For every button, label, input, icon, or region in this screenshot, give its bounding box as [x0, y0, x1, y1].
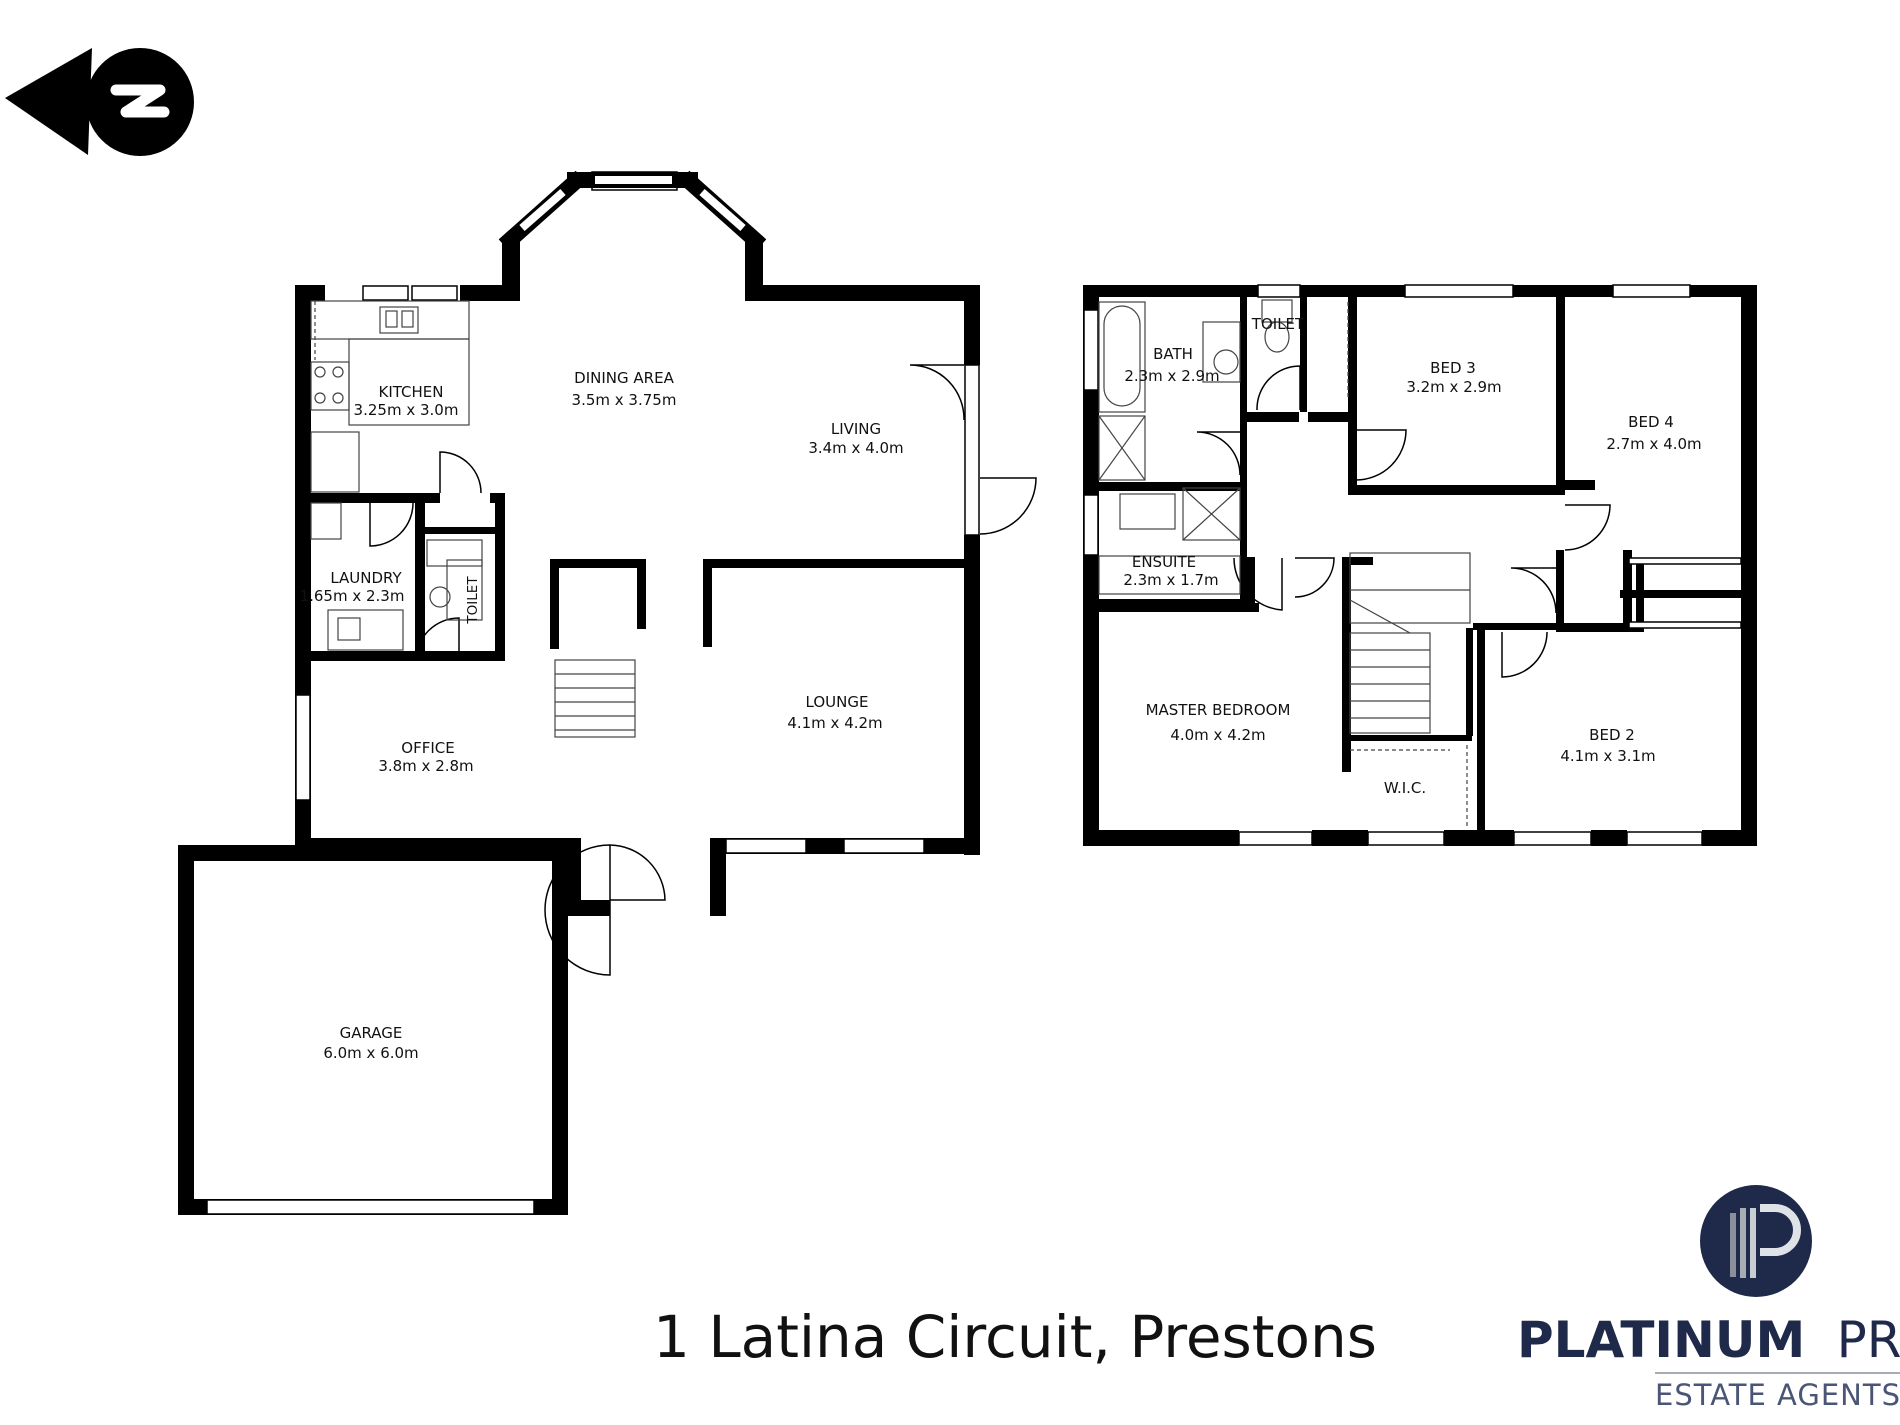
room-name: BED 2 — [1589, 726, 1635, 744]
room-name: LAUNDRY — [330, 569, 402, 587]
brand-tagline: ESTATE AGENTS — [1655, 1378, 1900, 1412]
bay-glazing — [519, 176, 746, 232]
room-dimensions: 1.65m x 2.3m — [300, 587, 405, 605]
room-name: OFFICE — [401, 739, 454, 757]
room-dimensions: 2.3m x 2.9m — [1124, 367, 1219, 385]
room-name: DINING AREA — [574, 369, 674, 387]
brand-name-bold: PLATINUM — [1517, 1311, 1805, 1369]
room-dimensions: 3.4m x 4.0m — [808, 439, 903, 457]
first-floor-doors — [1196, 365, 1611, 678]
room-dimensions: 4.0m x 4.2m — [1170, 726, 1265, 744]
room-dining: DINING AREA 3.5m x 3.75m — [572, 369, 677, 409]
room-bed4: BED 4 2.7m x 4.0m — [1606, 413, 1701, 453]
room-laundry: LAUNDRY 1.65m x 2.3m — [300, 569, 405, 605]
ground-floor-fixtures — [310, 300, 636, 738]
room-bed3: BED 3 3.2m x 2.9m — [1406, 359, 1501, 396]
room-name: BATH — [1153, 345, 1193, 363]
room-bed2: BED 2 4.1m x 3.1m — [1560, 726, 1655, 765]
room-toilet-upstairs: TOILET — [1251, 315, 1305, 333]
first-floor-fixtures — [1098, 299, 1471, 828]
room-dimensions: 3.25m x 3.0m — [354, 401, 459, 419]
room-lounge: LOUNGE 4.1m x 4.2m — [787, 693, 882, 732]
room-name: BED 3 — [1430, 359, 1476, 377]
room-name: TOILET — [465, 576, 481, 625]
room-living: LIVING 3.4m x 4.0m — [808, 420, 903, 457]
brand-logo: P — [0, 0, 1812, 1297]
room-dimensions: 4.1m x 4.2m — [787, 714, 882, 732]
brand-name: PLATINUM PROPE — [1517, 1311, 1900, 1369]
room-ensuite: ENSUITE 2.3m x 1.7m — [1123, 553, 1218, 589]
room-garage: GARAGE 6.0m x 6.0m — [323, 1024, 418, 1062]
first-floor-plan — [1083, 285, 1757, 846]
room-dimensions: 2.3m x 1.7m — [1123, 571, 1218, 589]
logo-letter: P — [0, 0, 1, 1]
room-name: MASTER BEDROOM — [1146, 701, 1291, 719]
room-dimensions: 6.0m x 6.0m — [323, 1044, 418, 1062]
room-name: GARAGE — [340, 1024, 403, 1042]
room-bath: BATH 2.3m x 2.9m — [1124, 345, 1219, 385]
room-name: LIVING — [831, 420, 881, 438]
room-name: LOUNGE — [806, 693, 869, 711]
room-office: OFFICE 3.8m x 2.8m — [378, 739, 473, 775]
room-dimensions: 3.8m x 2.8m — [378, 757, 473, 775]
room-kitchen: KITCHEN 3.25m x 3.0m — [354, 383, 459, 419]
room-name: ENSUITE — [1132, 553, 1196, 571]
room-dimensions: 3.2m x 2.9m — [1406, 378, 1501, 396]
property-address: 1 Latina Circuit, Prestons — [653, 1303, 1377, 1371]
room-dimensions: 2.7m x 4.0m — [1606, 435, 1701, 453]
ground-floor-plan — [178, 240, 980, 1215]
room-name: W.I.C. — [1384, 779, 1426, 797]
ground-floor-doors — [369, 364, 1037, 976]
north-arrow-icon — [5, 48, 194, 156]
room-toilet: TOILET — [465, 576, 481, 625]
room-name: BED 4 — [1628, 413, 1674, 431]
room-dimensions: 3.5m x 3.75m — [572, 391, 677, 409]
first-floor-windows — [1083, 284, 1742, 846]
room-master-bedroom: MASTER BEDROOM 4.0m x 4.2m — [1146, 701, 1291, 744]
room-name: KITCHEN — [379, 383, 444, 401]
brand-name-rest: PROPE — [1837, 1311, 1900, 1369]
room-dimensions: 4.1m x 3.1m — [1560, 747, 1655, 765]
room-name: TOILET — [1251, 315, 1305, 333]
room-wic: W.I.C. — [1384, 779, 1426, 797]
